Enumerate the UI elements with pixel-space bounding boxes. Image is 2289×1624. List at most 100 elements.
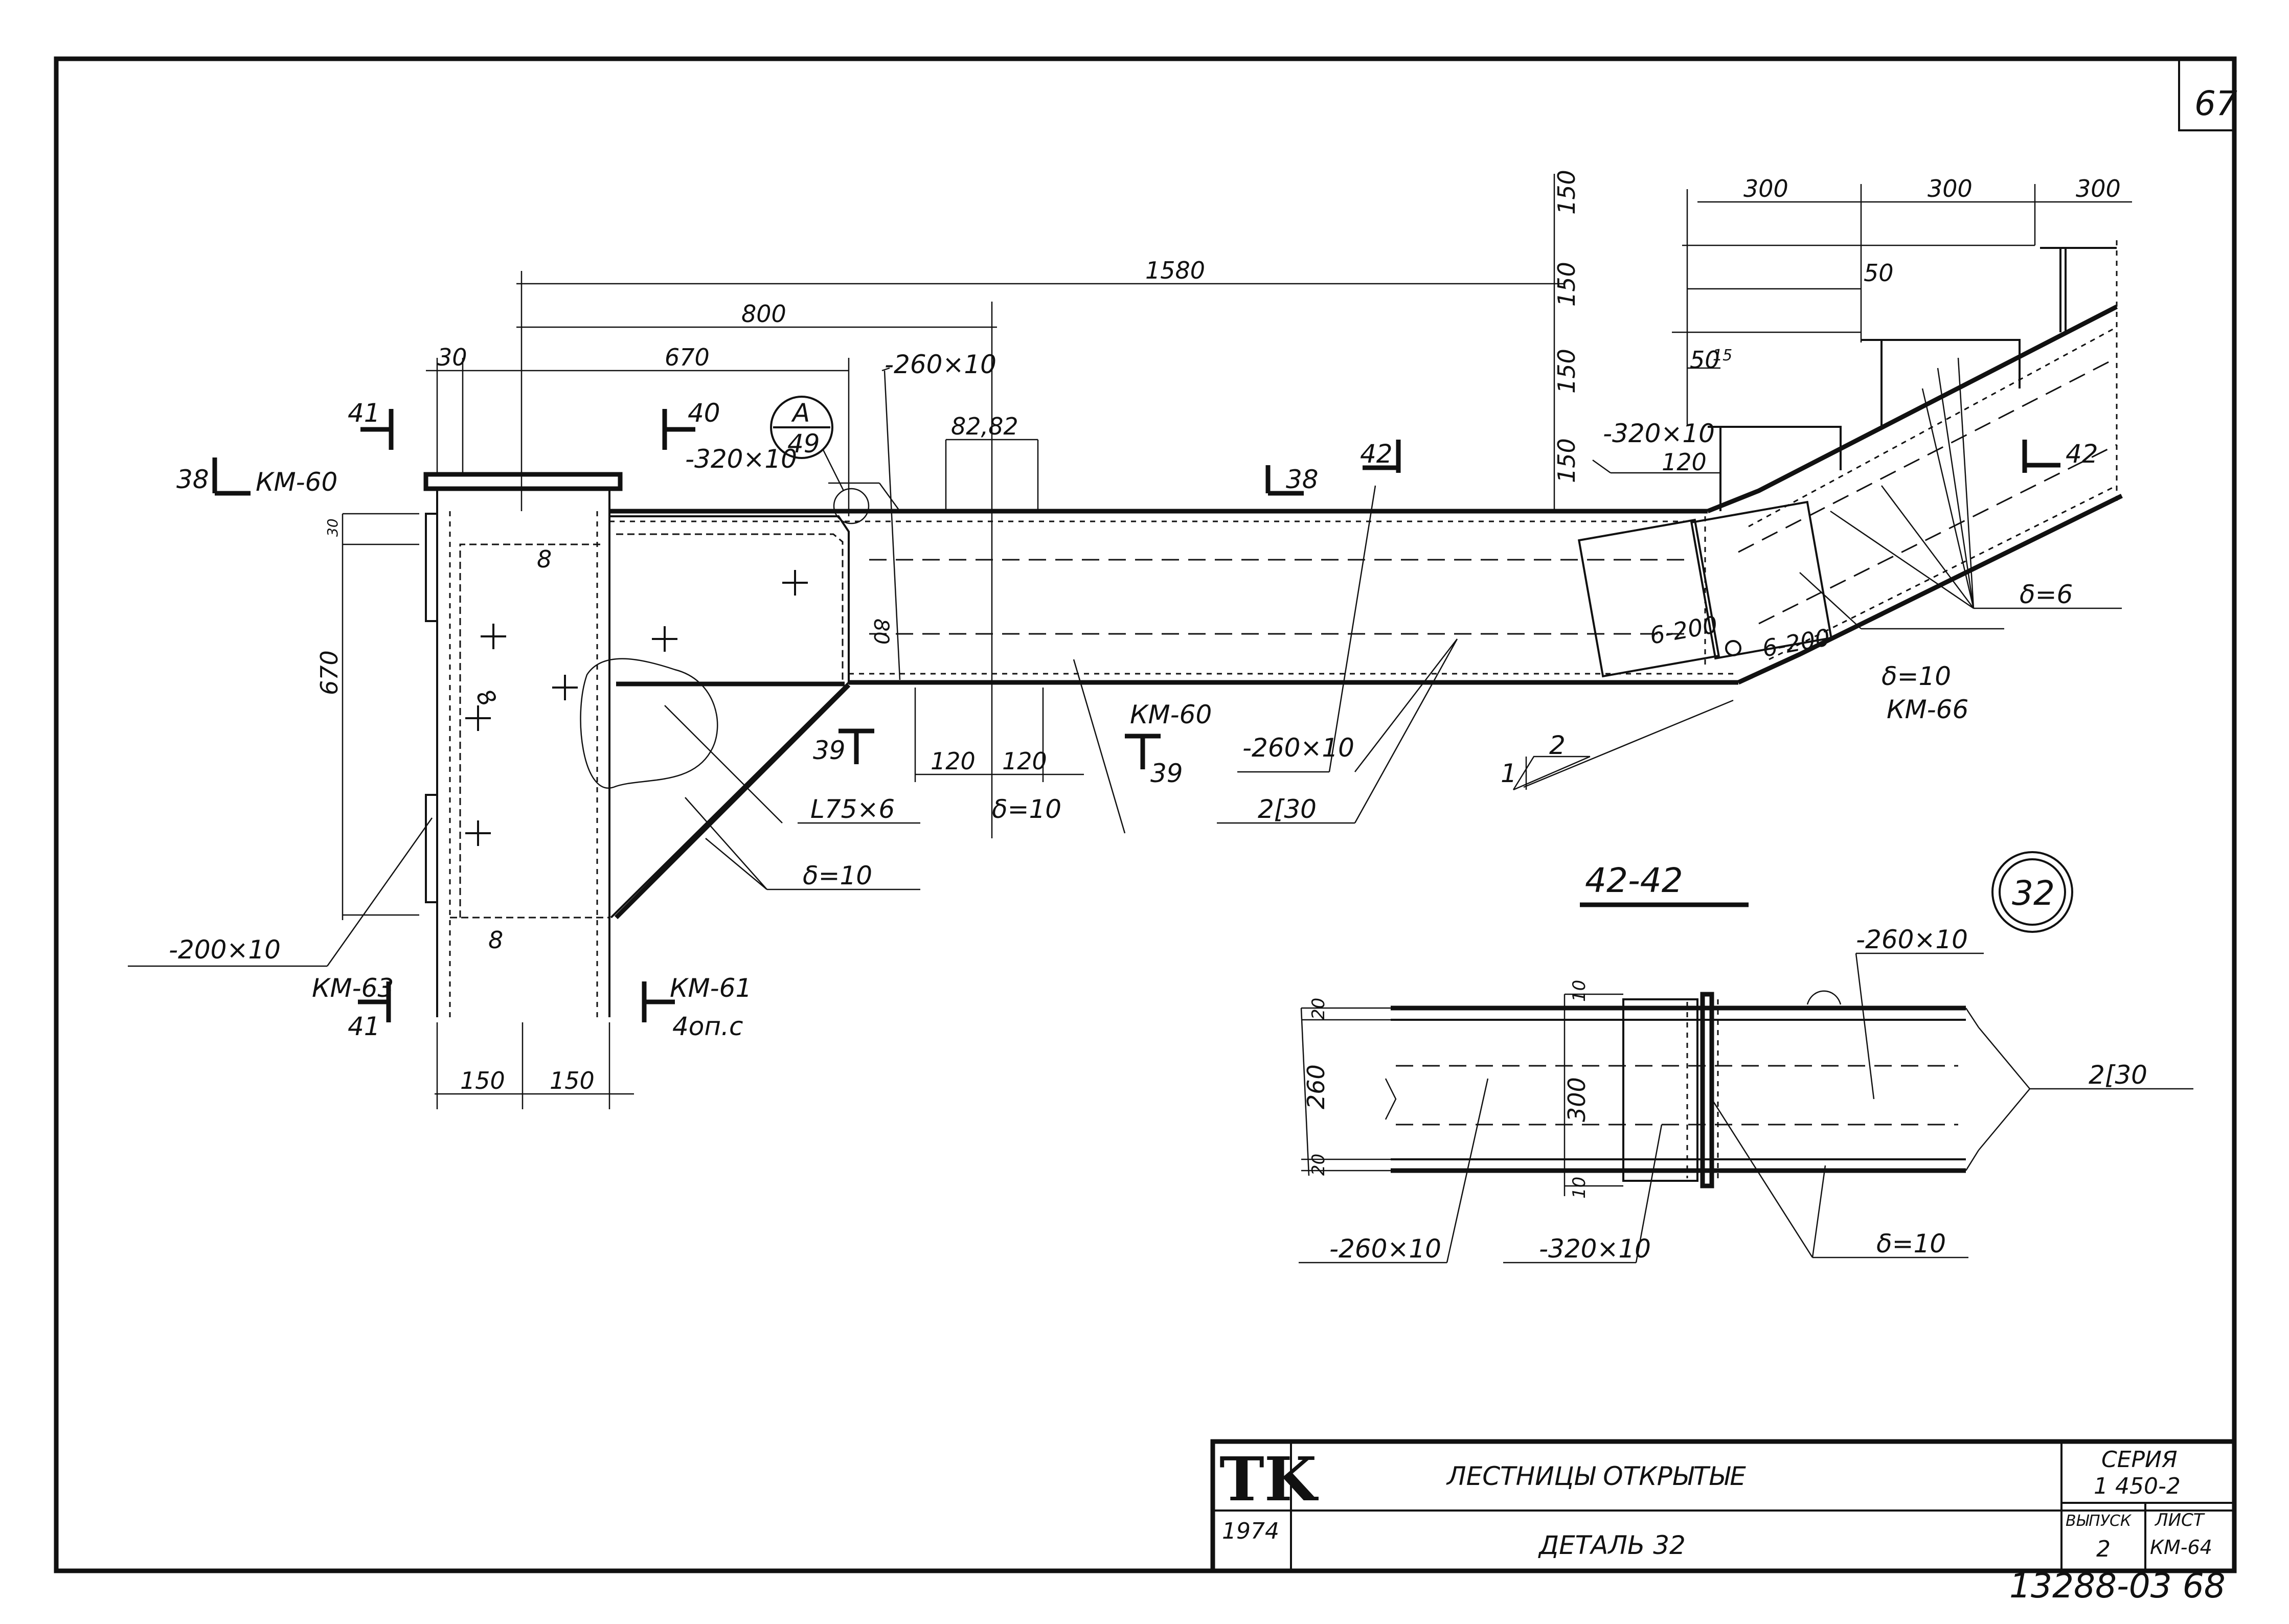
tb-sheet-value: КМ-64 bbox=[2150, 1536, 2212, 1559]
dim-150-v1: 150 bbox=[1553, 170, 1580, 215]
section-view-42-42: 42-42 32 bbox=[1299, 851, 2193, 1264]
sheet-number: 67 bbox=[2194, 84, 2237, 123]
section-dim-10-b: 10 bbox=[1569, 1177, 1590, 1199]
section-leader-lines bbox=[1299, 952, 2193, 1264]
dimension-lines bbox=[342, 174, 2132, 1109]
section-geometry bbox=[1385, 990, 1980, 1188]
section-label-plate-260-bottom: -260×10 bbox=[1329, 1234, 1441, 1264]
dim-150-v4: 150 bbox=[1553, 438, 1580, 483]
tb-series-value: 1 450-2 bbox=[2094, 1473, 2181, 1499]
dim-8-a: 8 bbox=[537, 545, 552, 573]
section-42-b: 42 bbox=[2066, 439, 2098, 469]
callout-a-49: А 49 bbox=[770, 396, 870, 524]
dim-670: 670 bbox=[665, 344, 710, 371]
section-label-plate-320: -320×10 bbox=[1539, 1234, 1651, 1264]
section-41-top: 41 bbox=[348, 398, 380, 428]
title-block: TK 1974 ЛЕСТНИЦЫ ОТКРЫТЫЕ ДЕТАЛЬ 32 СЕРИ… bbox=[1210, 1439, 2237, 1573]
dim-670-vertical: 670 bbox=[315, 650, 343, 695]
label-delta10-b: δ=10 bbox=[803, 861, 872, 890]
section-view-title: 42-42 bbox=[1585, 861, 1683, 900]
tb-sheet-label: ЛИСТ bbox=[2154, 1510, 2205, 1530]
section-42-a: 42 bbox=[1360, 439, 1393, 469]
callout-bottom-text: 49 bbox=[787, 429, 820, 459]
dim-300-c: 300 bbox=[2076, 175, 2121, 202]
label-km66: КМ-66 bbox=[1887, 695, 1968, 724]
dim-30: 30 bbox=[437, 344, 467, 371]
dim-8-c: 8 bbox=[488, 926, 503, 954]
dim-50-a: 50 bbox=[1864, 259, 1894, 287]
section-39-b: 39 bbox=[1150, 759, 1183, 788]
label-channel: 2[30 bbox=[1258, 794, 1317, 824]
section-41-bottom: 41 bbox=[348, 1012, 380, 1041]
section-38-left: 38 bbox=[176, 465, 209, 494]
label-plate-320-left: -320×10 bbox=[685, 444, 797, 474]
section-label-channel: 2[30 bbox=[2089, 1060, 2147, 1090]
dim-800: 800 bbox=[741, 300, 786, 328]
label-plate-260-top: -260×10 bbox=[885, 350, 996, 379]
dim-15: 15 bbox=[1713, 347, 1732, 364]
label-delta10-a: δ=10 bbox=[992, 794, 1061, 824]
tb-logo: TK bbox=[1219, 1444, 1319, 1515]
label-km63: КМ-63 bbox=[312, 973, 394, 1003]
dim-150-v3: 150 bbox=[1553, 349, 1580, 394]
section-dimension-texts: 20 260 20 10 300 10 bbox=[1302, 980, 1591, 1199]
dim-150-a: 150 bbox=[460, 1067, 505, 1094]
tb-issue-value: 2 bbox=[2096, 1536, 2111, 1562]
label-km60-a: КМ-60 bbox=[256, 467, 337, 497]
tb-series-label: СЕРИЯ bbox=[2101, 1447, 2178, 1473]
label-plate-260-bottom: -260×10 bbox=[1242, 733, 1354, 763]
column bbox=[423, 472, 623, 1017]
tb-issue-label: ВЫПУСК bbox=[2066, 1512, 2132, 1530]
label-6-200-b: 6-200 bbox=[1760, 623, 1832, 662]
dim-50-b: 50 bbox=[1690, 346, 1720, 374]
section-dim-10-a: 10 bbox=[1569, 980, 1590, 1002]
label-delta10-c: δ=10 bbox=[1882, 661, 1951, 691]
steps bbox=[1708, 240, 2118, 511]
main-labels: -260×10 -320×10 -320×10 -260×10 -200×10 … bbox=[169, 350, 2073, 1003]
label-6-200-a: 6-200 bbox=[1648, 610, 1720, 649]
dim-150-v2: 150 bbox=[1553, 262, 1580, 307]
section-dim-20-b: 20 bbox=[1308, 1154, 1329, 1176]
tb-year: 1974 bbox=[1222, 1518, 1279, 1544]
section-mark-texts: 41 41 40 4оп.с 38 38 39 39 42 42 bbox=[176, 398, 2098, 1041]
dim-120-a: 120 bbox=[931, 747, 976, 775]
section-40: 40 bbox=[688, 398, 720, 428]
dim-300-a: 300 bbox=[1743, 175, 1788, 202]
tb-title-1: ЛЕСТНИЦЫ ОТКРЫТЫЕ bbox=[1446, 1461, 1746, 1491]
label-plate-200: -200×10 bbox=[169, 935, 281, 965]
dim-150-b: 150 bbox=[550, 1067, 595, 1094]
section-label-delta10: δ=10 bbox=[1876, 1229, 1946, 1259]
section-39-a: 39 bbox=[813, 736, 846, 765]
section-40-bottom: 4оп.с bbox=[672, 1012, 743, 1041]
section-labels: -260×10 2[30 -260×10 -320×10 δ=10 bbox=[1329, 925, 2147, 1264]
label-delta6: δ=6 bbox=[2020, 580, 2073, 609]
dim-30-vertical: 30 bbox=[324, 518, 341, 537]
stringer-beam bbox=[609, 304, 2123, 685]
label-km61: КМ-61 bbox=[670, 973, 752, 1003]
label-km60-b: КМ-60 bbox=[1130, 700, 1212, 729]
section-dim-300: 300 bbox=[1563, 1077, 1591, 1122]
section-label-plate-260-top: -260×10 bbox=[1856, 925, 1968, 954]
dim-80: 80 bbox=[869, 619, 893, 645]
dim-120-b: 120 bbox=[1002, 747, 1047, 775]
section-dim-260: 260 bbox=[1302, 1064, 1330, 1109]
detail-number: 32 bbox=[2012, 874, 2055, 913]
dim-82-82: 82,82 bbox=[951, 413, 1018, 440]
section-dimension-lines bbox=[1300, 993, 1623, 1196]
label-slope-1: 1 bbox=[1501, 759, 1517, 788]
bolt-marks bbox=[465, 570, 808, 846]
label-angle: L75×6 bbox=[810, 794, 895, 824]
main-view: А 49 1580 800 670 30 670 30 150 150 30 bbox=[128, 170, 2132, 1109]
sheet-frame: 67 13288-03 68 bbox=[54, 56, 2237, 1606]
tb-title-2: ДЕТАЛЬ 32 bbox=[1538, 1530, 1686, 1560]
main-dimension-texts: 1580 800 670 30 670 30 150 150 300 300 3… bbox=[315, 170, 2121, 1094]
label-slope-2: 2 bbox=[1549, 730, 1566, 760]
section-dim-20-a: 20 bbox=[1308, 998, 1329, 1020]
dim-300-b: 300 bbox=[1928, 175, 1973, 202]
dim-1580: 1580 bbox=[1145, 257, 1205, 284]
label-plate-320-right: -320×10 bbox=[1603, 419, 1715, 448]
leader-lines bbox=[128, 357, 2122, 967]
section-38-mid: 38 bbox=[1286, 465, 1319, 494]
dim-120-c: 120 bbox=[1662, 448, 1707, 476]
